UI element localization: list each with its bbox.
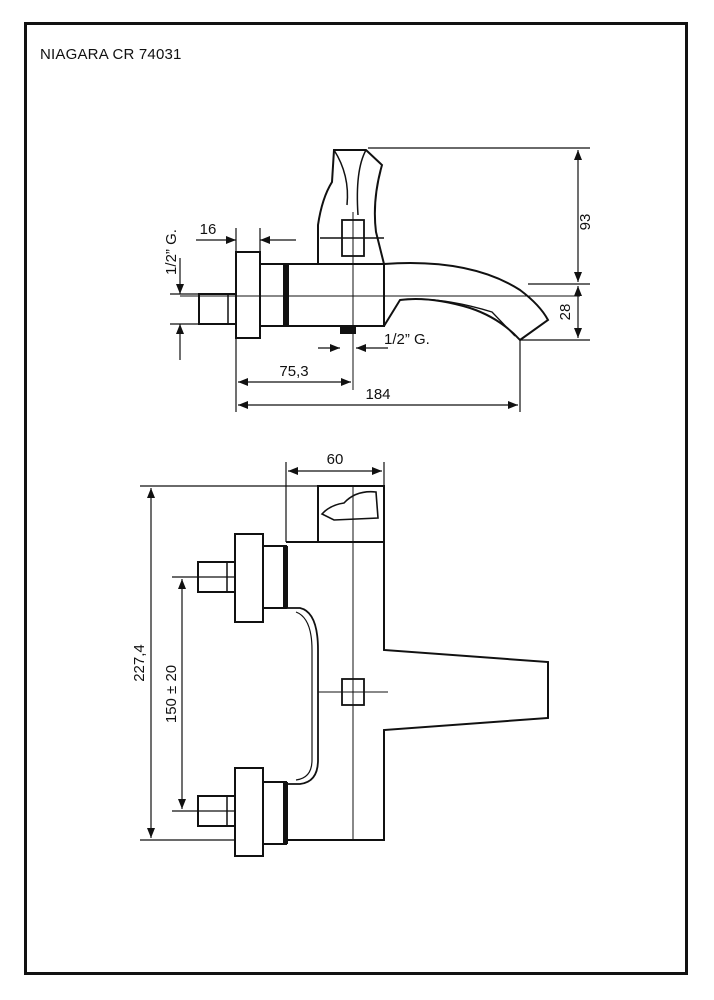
- dim-total-length: 184: [365, 386, 390, 403]
- dim-body-width: 60: [327, 451, 344, 468]
- dim-inlet-flange: 16: [200, 221, 217, 238]
- spout: [383, 262, 550, 342]
- drawing-frame: [24, 22, 688, 975]
- top-view: [197, 485, 549, 857]
- wall-flange: [235, 251, 261, 339]
- body-outline: [286, 541, 549, 841]
- dim-outlet-thread: 1/2” G.: [384, 331, 430, 348]
- dim-inlet-thread: 1/2” G.: [163, 229, 180, 275]
- dim-axis-offset: 75,3: [279, 363, 308, 380]
- dim-spout-drop: 28: [557, 304, 574, 321]
- upper-flange: [234, 533, 264, 623]
- side-view-dimensions: [170, 147, 590, 412]
- inlet-nipple: [198, 293, 237, 325]
- side-view: [180, 149, 580, 390]
- valve-body: [259, 263, 385, 327]
- top-view-dimensions: [140, 462, 385, 841]
- dim-handle-height: 93: [577, 214, 594, 231]
- handle-top: [317, 485, 385, 543]
- lower-flange: [234, 767, 264, 857]
- dim-overall-depth: 227,4: [131, 644, 148, 682]
- lever-handle: [317, 149, 385, 265]
- product-title: NIAGARA CR 74031: [40, 46, 182, 63]
- dim-inlet-spacing: 150 ± 20: [163, 665, 180, 723]
